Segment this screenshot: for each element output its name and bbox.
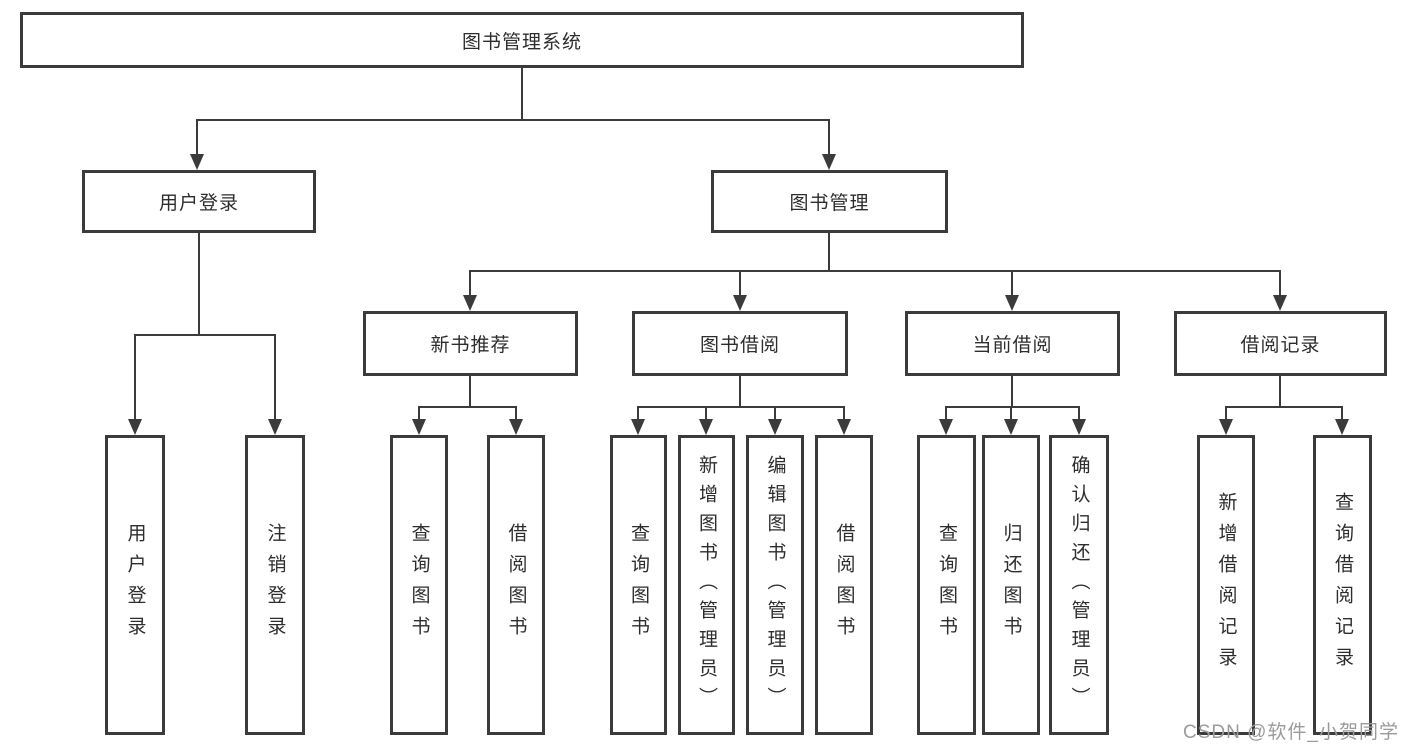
leaf-query-books-current: 查询图书 (917, 435, 976, 735)
connector-line (828, 119, 830, 155)
arrow-down-icon (1219, 419, 1233, 435)
node-user-login: 用户登录 (82, 170, 316, 233)
node-book-borrowing: 图书借阅 (632, 311, 848, 376)
connector-line (1011, 376, 1013, 407)
connector-line (637, 406, 639, 420)
connector-line (1078, 406, 1080, 420)
connector-line (638, 406, 844, 408)
leaf-query-books-recommend-label: 查询图书 (408, 523, 430, 647)
node-current-borrowing-label: 当前借阅 (972, 335, 1053, 356)
leaf-query-borrow-record-label: 查询借阅记录 (1332, 492, 1353, 678)
connector-line (1010, 406, 1012, 420)
arrow-down-icon (509, 419, 523, 435)
connector-line (470, 270, 1280, 272)
node-book-borrowing-label: 图书借阅 (699, 335, 780, 356)
leaf-borrow-books: 借阅图书 (815, 435, 873, 735)
arrow-down-icon (699, 419, 713, 435)
leaf-confirm-return-admin: 确认归还（管理员） (1049, 435, 1109, 735)
connector-line (419, 406, 516, 408)
connector-line (739, 270, 741, 296)
connector-line (515, 406, 517, 420)
leaf-add-books-admin: 新增图书（管理员） (678, 435, 735, 735)
connector-line (1341, 406, 1343, 420)
watermark: CSDN @软件_小贺同学 (1183, 722, 1399, 743)
connector-line (135, 334, 275, 336)
node-library-system-label: 图书管理系统 (461, 31, 582, 53)
leaf-borrow-books-label: 借阅图书 (833, 523, 855, 647)
connector-line (469, 270, 471, 296)
connector-line (1011, 270, 1013, 296)
arrow-down-icon (1072, 419, 1086, 435)
connector-line (946, 406, 1079, 408)
connector-line (739, 376, 741, 407)
connector-line (1225, 406, 1227, 420)
arrow-down-icon (463, 295, 477, 311)
arrow-down-icon (837, 419, 851, 435)
arrow-down-icon (631, 419, 645, 435)
connector-line (469, 376, 471, 407)
connector-line (134, 334, 136, 420)
node-new-book-recommend-label: 新书推荐 (430, 335, 511, 356)
arrow-down-icon (1004, 419, 1018, 435)
node-library-system: 图书管理系统 (20, 12, 1024, 68)
leaf-query-books-borrowing: 查询图书 (610, 435, 667, 735)
connector-line (197, 119, 830, 121)
leaf-add-borrow-record-label: 新增借阅记录 (1215, 492, 1237, 678)
connector-line (196, 119, 198, 155)
connector-line (843, 406, 845, 420)
leaf-user-login: 用户登录 (105, 435, 165, 735)
connector-line (1226, 406, 1342, 408)
node-new-book-recommend: 新书推荐 (363, 311, 578, 376)
arrow-down-icon (822, 154, 836, 170)
leaf-logout-label: 注销登录 (264, 523, 286, 647)
node-current-borrowing: 当前借阅 (905, 311, 1120, 376)
arrow-down-icon (412, 419, 426, 435)
arrow-down-icon (1005, 295, 1019, 311)
leaf-add-books-admin-label: 新增图书（管理员） (696, 454, 717, 716)
node-book-management-label: 图书管理 (789, 193, 870, 214)
connector-line (774, 406, 776, 420)
arrow-down-icon (268, 419, 282, 435)
arrow-down-icon (1335, 419, 1349, 435)
leaf-return-books-label: 归还图书 (1000, 523, 1022, 647)
leaf-user-login-label: 用户登录 (124, 523, 146, 647)
leaf-borrow-books-recommend-label: 借阅图书 (505, 523, 527, 647)
connector-line (945, 406, 947, 420)
arrow-down-icon (939, 419, 953, 435)
connector-line (418, 406, 420, 420)
connector-line (705, 406, 707, 420)
connector-line (1279, 376, 1281, 407)
connector-line (521, 68, 523, 119)
leaf-confirm-return-admin-label: 确认归还（管理员） (1068, 454, 1090, 716)
arrow-down-icon (1273, 295, 1287, 311)
leaf-edit-books-admin: 编辑图书（管理员） (746, 435, 804, 735)
leaf-query-books-borrowing-label: 查询图书 (628, 523, 649, 647)
node-borrow-records-label: 借阅记录 (1240, 335, 1321, 356)
leaf-borrow-books-recommend: 借阅图书 (487, 435, 545, 735)
leaf-logout: 注销登录 (245, 435, 305, 735)
leaf-return-books: 归还图书 (982, 435, 1040, 735)
arrow-down-icon (128, 419, 142, 435)
connector-line (828, 233, 830, 271)
node-user-login-label: 用户登录 (158, 193, 239, 214)
connector-line (198, 233, 200, 335)
connector-line (1279, 270, 1281, 296)
leaf-query-books-recommend: 查询图书 (390, 435, 448, 735)
connector-line (274, 334, 276, 420)
arrow-down-icon (768, 419, 782, 435)
leaf-query-books-current-label: 查询图书 (936, 523, 957, 647)
leaf-edit-books-admin-label: 编辑图书（管理员） (764, 454, 786, 716)
node-book-management: 图书管理 (711, 170, 948, 233)
arrow-down-icon (733, 295, 747, 311)
leaf-add-borrow-record: 新增借阅记录 (1197, 435, 1255, 735)
arrow-down-icon (190, 154, 204, 170)
node-borrow-records: 借阅记录 (1174, 311, 1387, 376)
leaf-query-borrow-record: 查询借阅记录 (1313, 435, 1372, 735)
